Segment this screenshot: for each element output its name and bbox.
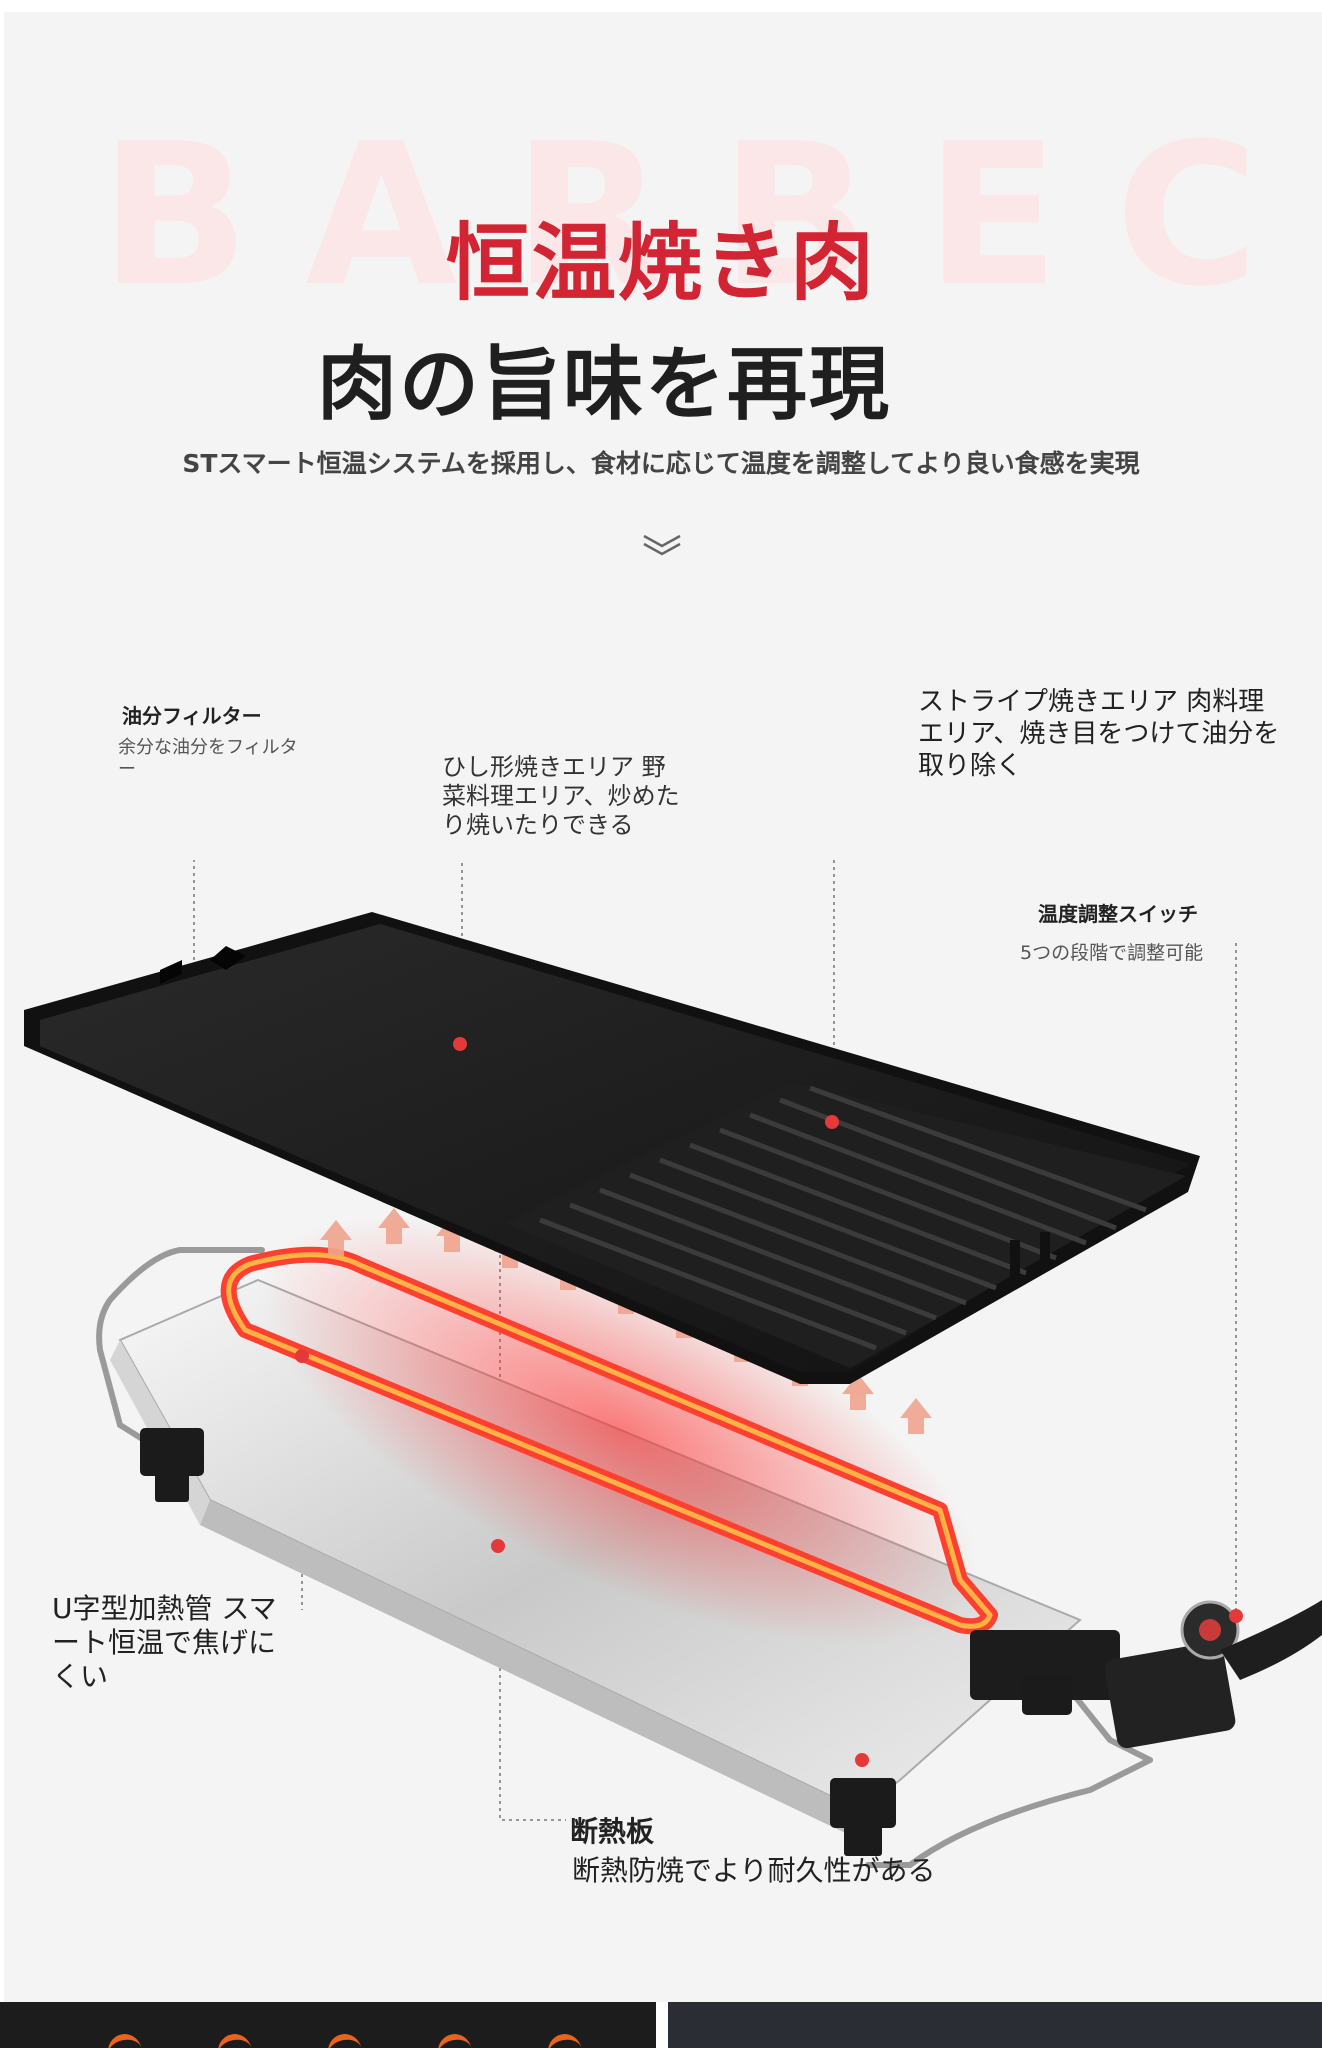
stripe-area-description: ストライプ焼きエリア 肉料理エリア、焼き目をつけて油分を取り除く: [918, 687, 1280, 781]
insulation-plate-description: 断熱防焼でより耐久性がある: [572, 1854, 936, 1887]
grill-exploded-diagram: [24, 860, 1322, 1868]
background-watermark: BARBECUE: [100, 102, 1322, 330]
left-border: [0, 0, 4, 2048]
temperature-switch-description: 5つの段階で調整可能: [1020, 942, 1204, 964]
feature-description: STスマート恒温システムを採用し、食材に応じて温度を調整してより良い食感を実現: [182, 449, 1140, 478]
heating-tube-description: U字型加熱管 スマート恒温で焦げにくい: [52, 1592, 277, 1693]
next-section-preview-right: [668, 2002, 1322, 2048]
oil-filter-description: 余分な油分をフィルター: [118, 737, 298, 780]
headline-secondary: 肉の旨味を再現: [317, 338, 891, 431]
scroll-down-chevron-icon[interactable]: [640, 530, 684, 560]
section-gap: [656, 2002, 668, 2048]
insulation-plate-title: 断熱板: [570, 1815, 655, 1848]
headline-primary: 恒温焼き肉: [445, 214, 876, 312]
oil-filter-title: 油分フィルター: [122, 704, 262, 728]
top-border: [0, 0, 1322, 12]
diamond-area-description: ひし形焼きエリア 野菜料理エリア、炒めたり焼いたりできる: [442, 753, 680, 839]
next-section-preview-left: [0, 2002, 656, 2048]
temperature-switch-title: 温度調整スイッチ: [1038, 902, 1198, 926]
